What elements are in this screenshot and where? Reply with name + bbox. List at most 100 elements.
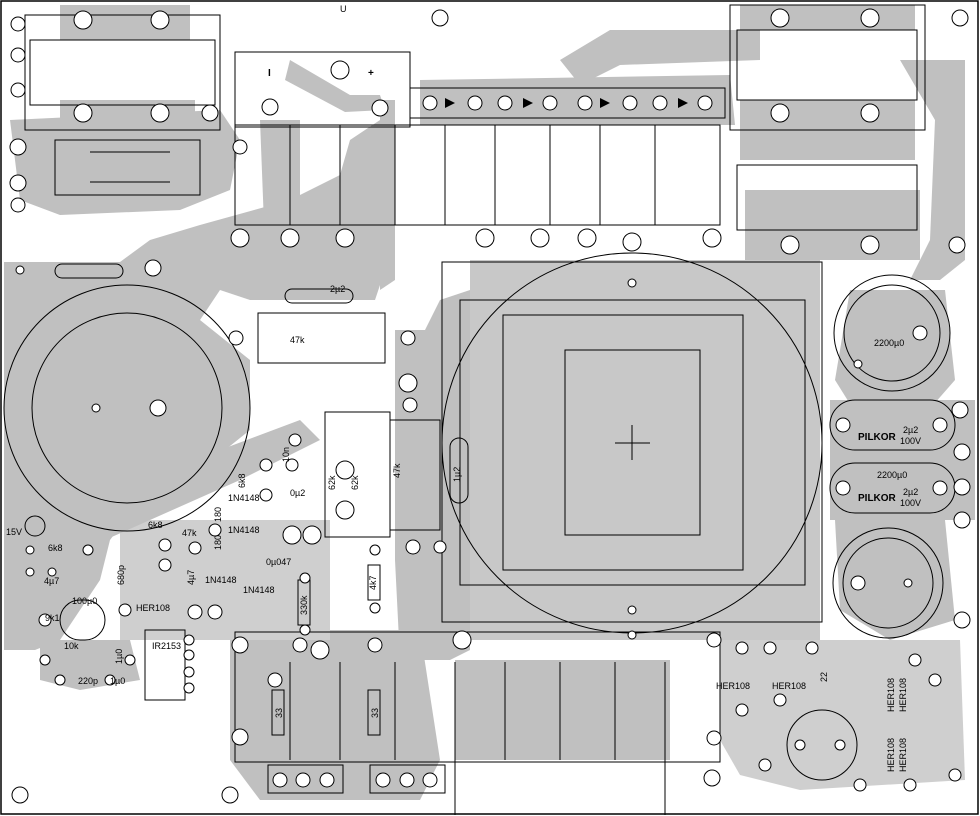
label-c-4u7-b: 4µ7 [186,570,196,585]
copper-heatsink-bottom [455,660,670,760]
cap-large-left [3,284,251,532]
label-c-2u2-top: 2µ2 [330,284,345,294]
label-r-6k8-a: 6k8 [237,473,247,488]
resistor-33-a [271,689,285,736]
label-r-62k-b: 62k [350,475,360,490]
label-d-1n4148-d: 1N4148 [243,585,275,595]
resistor-47k-vert-body [389,419,441,531]
copper-layer [4,5,975,800]
copper-right-bar1 [740,5,915,30]
label-c-0u2: 0µ2 [290,488,305,498]
label-r-33-a: 33 [274,708,284,718]
label-pilkor-1: PILKOR [858,432,897,443]
label-c-220p: 220p [78,676,98,686]
cap-22-outline [786,709,858,781]
bridge-rectifier-left-top [24,14,221,131]
diode-bridge-top [409,87,726,119]
label-d-her108-c: HER108 [772,681,806,691]
label-c-1u0-b: 1µ0 [110,676,125,686]
bridge-rectifier-right-inner [736,29,918,101]
trace-left-arc [40,420,320,560]
label-r-47k-vert: 47k [392,463,402,478]
trace-top-center [285,60,385,112]
label-c-2u2-r2: 2µ2 [903,487,918,497]
label-d-her108-e: HER108 [898,678,908,712]
resistor-47k-left [54,263,124,279]
label-c-2200-top: 2200µ0 [874,338,904,348]
copper-top-left [10,110,240,215]
resistor-47k-top-body [257,312,386,364]
diode-top-3 [600,98,610,108]
label-r-47k-small: 47k [182,528,197,538]
cap-large-left-inner [31,312,223,504]
top-diodes [445,98,688,108]
diode-top-2 [523,98,533,108]
transformer-core-inner [564,349,701,536]
transformer-core-mid [502,314,744,571]
cap-1u2-body [449,437,469,504]
cap-100u0-outline [59,599,106,641]
copper-control-region [120,520,330,640]
resistor-33-b [367,689,381,736]
label-c-1u2: 1µ2 [452,467,462,482]
label-c-1u0-a: 1µ0 [114,649,124,664]
label-c-2200-mid: 2200µ0 [877,470,907,480]
heatsink-bottom-fins [289,662,666,815]
label-u: U [340,4,347,14]
transformer-core-outer [459,299,806,586]
label-r-47k-top: 47k [290,335,305,345]
ic-ir2153-body [144,629,186,701]
copper-right-bar3 [745,190,920,260]
copper-pour-bottom-center [230,630,440,800]
label-c-100u0: 100µ0 [72,596,97,606]
diode-top-1 [445,98,455,108]
label-pilkor-2: PILKOR [858,493,897,504]
label-r-4k7: 4k7 [368,575,378,590]
pads [9,8,971,804]
copper-right-bottom [835,520,955,640]
label-d-her108-d: HER108 [886,678,896,712]
heatsink-top-fins [234,124,721,226]
cap-2200-top [833,274,951,392]
label-c-2u2-r1: 2µ2 [903,425,918,435]
label-minus: I [268,68,271,79]
connector-bottom-right [369,764,446,794]
bridge-rectifier-left-inner [29,39,216,106]
label-r-33-b: 33 [370,708,380,718]
label-d-her108-b: HER108 [716,681,750,691]
heatsink-bottom-outline [234,631,721,763]
heatsink-top-fin-lines [289,125,656,225]
label-r-10k: 10k [64,641,79,651]
copper-right-loop [835,290,955,420]
copper-bottom-right [720,640,965,790]
label-v-100-2: 100V [900,498,921,508]
cap-15v [24,515,46,537]
label-r-9k1: 9k1 [45,613,60,623]
bridge-rectifier-right-top [729,4,926,131]
label-c-680p: 680p [116,565,126,585]
fuse-body [54,139,201,196]
label-v-100-1: 100V [900,436,921,446]
label-d-1n4148-c: 1N4148 [205,575,237,585]
copper-top-right [560,30,760,85]
label-r-180-b: 180 [213,535,223,550]
label-r-6k8-c: 6k8 [48,543,63,553]
trace-center-vert [380,100,395,290]
label-d-her108-g: HER108 [898,738,908,772]
label-c-4u7-a: 4µ7 [44,576,59,586]
cap-pilkor-1-outline [829,399,956,451]
label-d-her108-a: HER108 [136,603,170,613]
label-plus: + [368,68,374,79]
diode-top-4 [678,98,688,108]
resistor-4k7 [367,564,381,601]
resistor-2u2-body [284,288,354,304]
label-r-180-a: 180 [213,507,223,522]
copper-pour-transformer [470,260,820,640]
label-c-10n: 10n [281,447,291,462]
label-v-15: 15V [6,527,22,537]
cap-2200-bottom [832,527,944,639]
connector-bottom-left [267,764,344,794]
label-r-330k: 330k [299,595,309,615]
label-d-her108-f: HER108 [886,738,896,772]
